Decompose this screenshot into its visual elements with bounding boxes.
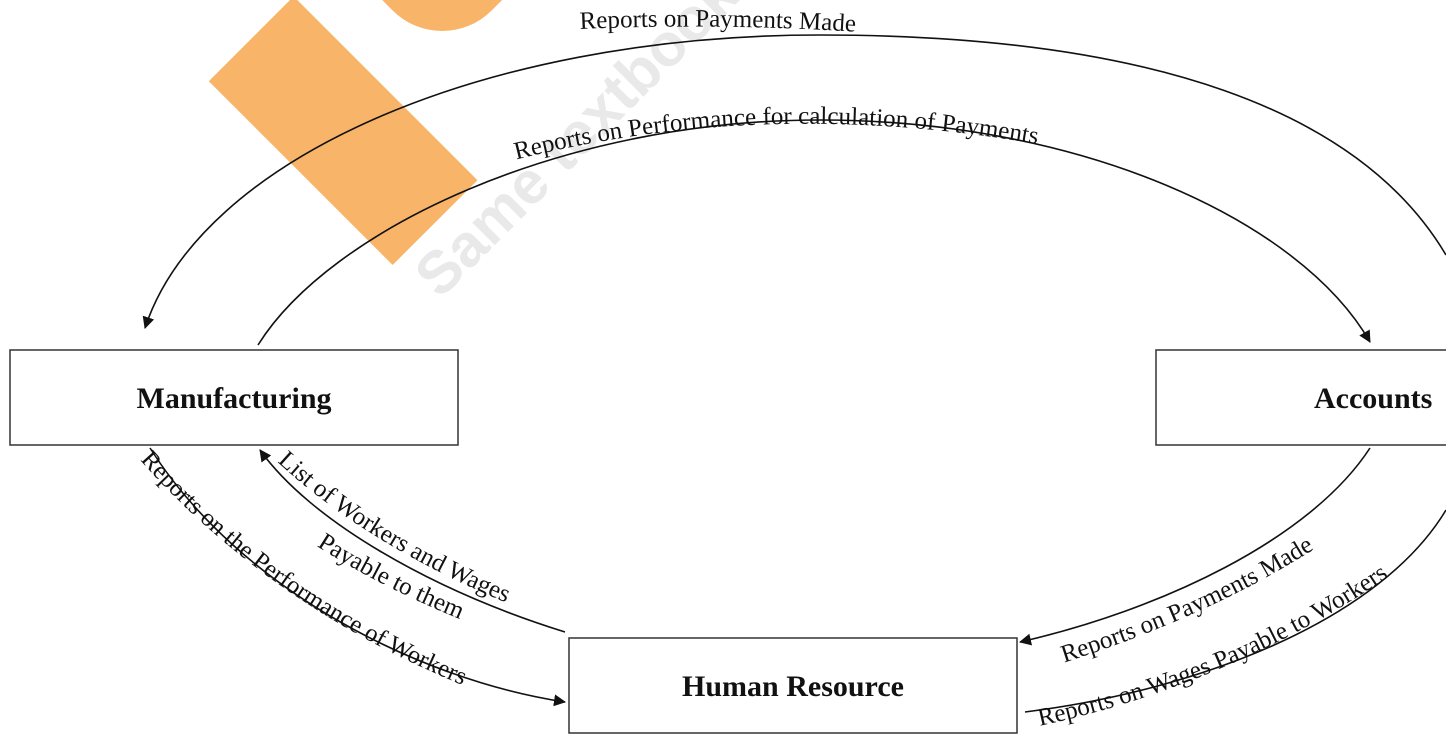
watermark: Same textbook bbox=[208, 0, 752, 309]
flow-accounts-to-hr-line bbox=[1019, 447, 1371, 646]
manufacturing-label: Manufacturing bbox=[137, 382, 332, 415]
human-resource-label: Human Resource bbox=[682, 670, 904, 703]
accounts-label: Accounts bbox=[1314, 382, 1432, 415]
human-resource-box: Human Resource bbox=[568, 637, 1018, 734]
watermark-tagline: Same textbook bbox=[402, 0, 752, 309]
accounts-box-frame bbox=[1155, 349, 1446, 446]
manufacturing-box: Manufacturing bbox=[9, 349, 459, 446]
human-resource-box-frame bbox=[568, 637, 1018, 734]
flow-hr-to-manufacturing-line bbox=[259, 449, 566, 633]
flow-manufacturing-to-hr-line bbox=[149, 447, 566, 707]
flow-hr-to-accounts-line bbox=[1024, 509, 1446, 713]
manufacturing-box-frame bbox=[9, 349, 459, 446]
watermark-band-2 bbox=[365, 0, 527, 32]
accounts-box: Accounts bbox=[1155, 349, 1446, 446]
label-accounts-to-manufacturing: Reports on Payments Made bbox=[579, 6, 857, 38]
flow-accounts-to-manufacturing-line bbox=[142, 34, 1446, 329]
watermark-band bbox=[208, 0, 478, 266]
flow-manufacturing-to-accounts-line bbox=[257, 119, 1371, 346]
